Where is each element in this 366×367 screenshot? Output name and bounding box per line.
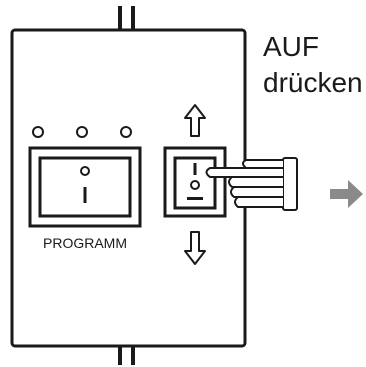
right-arrow-icon [330,180,363,208]
updown-switch[interactable] [163,146,227,218]
up-arrow-icon [184,104,206,137]
updown-off-glyph [190,180,200,190]
program-switch[interactable] [28,146,142,228]
indicator-light [32,126,44,138]
instruction-line-1: AUF [263,31,319,62]
top-cable [118,6,135,30]
instruction-line-2: drücken [263,67,363,98]
indicator-light [76,126,88,138]
indicator-lights [32,126,132,138]
updown-on-glyph [193,163,197,175]
bottom-cable [118,345,135,365]
down-arrow-icon [184,231,206,265]
program-label: PROGRAMM [43,235,127,251]
indicator-light [120,126,132,138]
pointing-hand-icon [205,157,298,211]
program-switch-off-glyph [80,166,90,176]
program-switch-on-glyph [83,187,87,203]
